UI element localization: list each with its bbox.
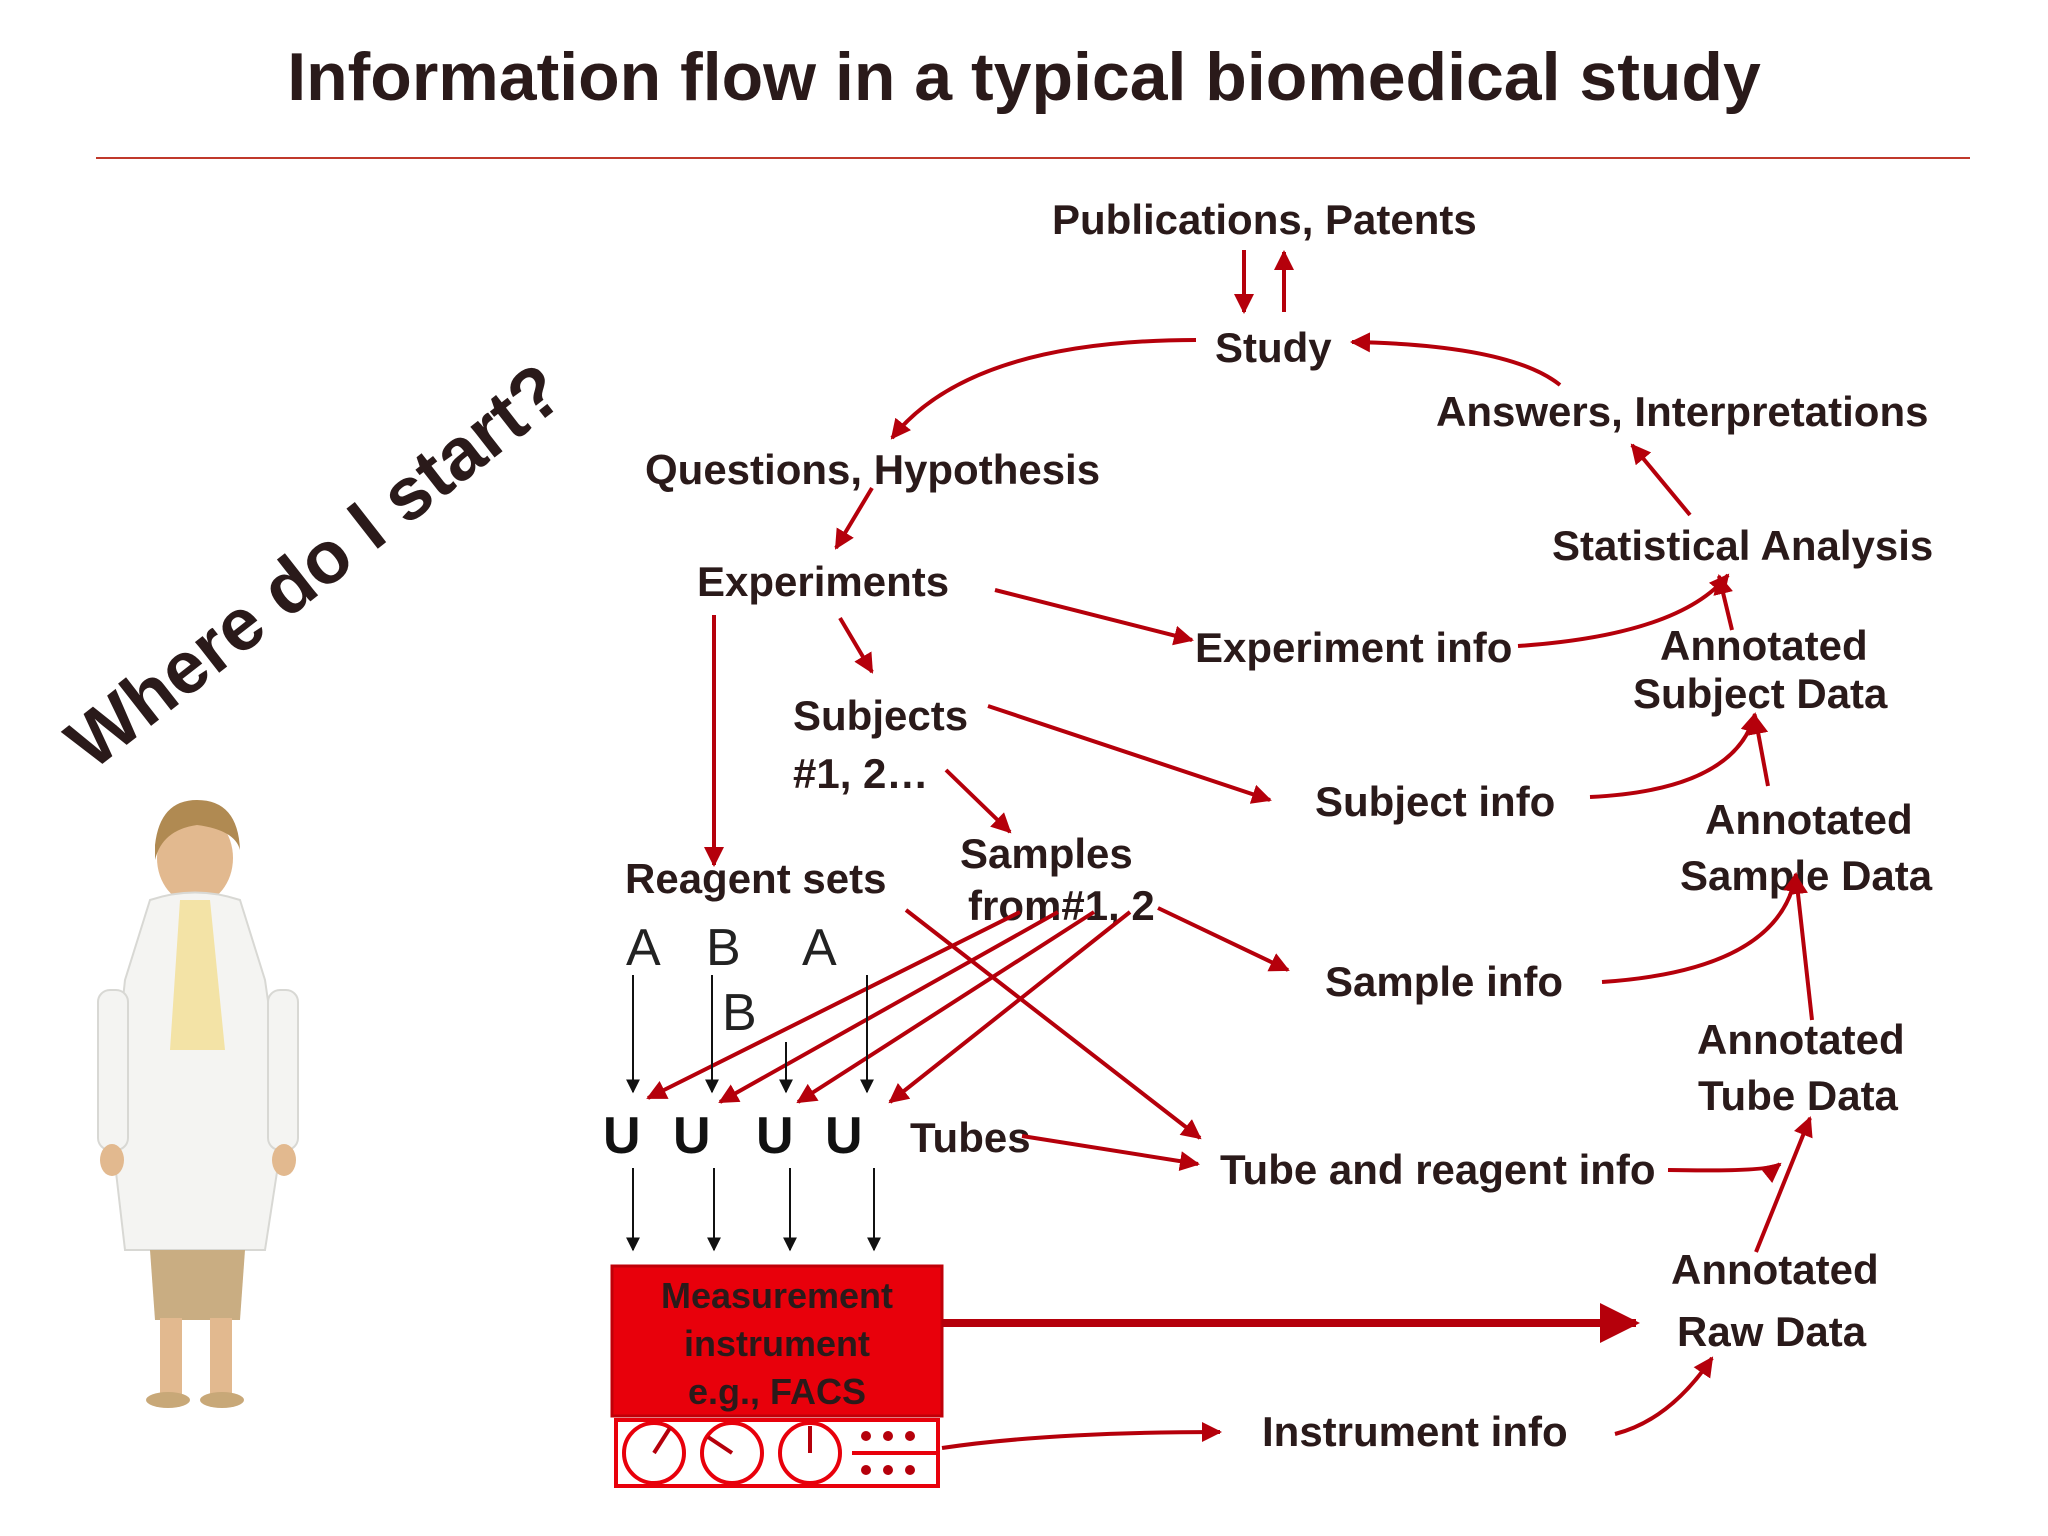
instrument-line-2: instrument (684, 1323, 870, 1364)
tube-letter: U (825, 1107, 863, 1165)
connector-panel-icon (852, 1431, 936, 1475)
slogan-text: Where do I start? (51, 347, 578, 785)
arrow-subjects-to-samples (944, 768, 1012, 834)
publications-label: Publications, Patents (1052, 196, 1477, 243)
instrument-line-1: Measurement (661, 1275, 893, 1316)
arrow-questions-to-experiments (834, 486, 874, 550)
arrow-reagent-sets-to-tube-info (904, 908, 1202, 1140)
arrow-statistical-to-answers (1630, 443, 1692, 517)
annotated-subject-label-1: Annotated (1660, 622, 1868, 669)
tube-letter: U (756, 1107, 794, 1165)
annotated-subject-label-2: Subject Data (1633, 670, 1888, 717)
arrow-study-to-questions (890, 338, 1197, 440)
scientist-figure (97, 800, 299, 1408)
gauge-icon (622, 1421, 686, 1485)
reagent-arrows (626, 975, 881, 1252)
arrow-instrument-panel-to-instrument-info (941, 1422, 1222, 1450)
arrow-tube-info-to-annotated-tube (1667, 1162, 1782, 1184)
arrow-annotated-subject-to-statistical (1713, 574, 1734, 631)
sample-info-label: Sample info (1325, 958, 1563, 1005)
instrument-info-label: Instrument info (1262, 1408, 1568, 1455)
subject-info-label: Subject info (1315, 778, 1555, 825)
statistical-analysis-label: Statistical Analysis (1552, 522, 1933, 569)
arrow-samples-to-sample-info (1157, 906, 1290, 972)
subjects-label-1: Subjects (793, 692, 968, 739)
reagent-letter: B (722, 984, 757, 1042)
arrow-answers-to-study (1350, 332, 1562, 387)
measurement-instrument: Measurement instrument e.g., FACS (610, 1264, 944, 1488)
tube-letter: U (673, 1107, 711, 1165)
arrow-annotated-tube-to-annotated-sample (1788, 874, 1814, 1021)
page-title: Information flow in a typical biomedical… (287, 39, 1761, 115)
gauge-icon (778, 1421, 842, 1485)
reagent-letter: B (706, 919, 741, 977)
tube-letter: U (603, 1107, 641, 1165)
reagent-letter: A (626, 919, 661, 977)
annotated-tube-label-2: Tube Data (1698, 1072, 1899, 1119)
arrow-instrument-info-to-annotated-raw (1614, 1356, 1714, 1436)
tubes-label: Tubes (910, 1114, 1031, 1161)
annotated-sample-label-2: Sample Data (1680, 852, 1933, 899)
experiment-info-label: Experiment info (1195, 624, 1512, 671)
arrow-subject-info-to-annotated-subject (1589, 712, 1761, 799)
arrow-annotated-raw-to-annotated-tube (1754, 1116, 1813, 1253)
subjects-label-2: #1, 2… (793, 750, 928, 797)
arrow-tubes-to-tube-info (1021, 1134, 1200, 1172)
title-divider (96, 157, 1970, 159)
annotated-raw-label-1: Annotated (1671, 1246, 1879, 1293)
arrow-samples-to-tube (888, 910, 1132, 1104)
arrow-experiments-to-subjects (838, 616, 874, 674)
answers-label: Answers, Interpretations (1436, 388, 1928, 435)
annotated-sample-label-1: Annotated (1705, 796, 1913, 843)
annotated-raw-label-2: Raw Data (1677, 1308, 1867, 1355)
reagent-sets-label: Reagent sets (625, 855, 886, 902)
samples-label-1: Samples (960, 830, 1133, 877)
instrument-line-3: e.g., FACS (688, 1371, 866, 1412)
tube-reagent-info-label: Tube and reagent info (1220, 1146, 1656, 1193)
arrow-samples-to-tube (796, 910, 1096, 1104)
study-label: Study (1215, 324, 1332, 371)
arrow-experiments-to-experiment-info (994, 588, 1194, 646)
gauge-icon (700, 1421, 764, 1485)
annotated-tube-label-1: Annotated (1697, 1016, 1905, 1063)
experiments-label: Experiments (697, 558, 949, 605)
arrow-annotated-sample-to-annotated-subject (1748, 714, 1770, 787)
arrow-samples-to-tube (718, 910, 1059, 1104)
arrow-sample-info-to-annotated-sample (1601, 872, 1803, 984)
reagent-letter: A (802, 919, 837, 977)
arrow-subjects-to-subject-info (987, 704, 1272, 804)
arrow-samples-to-tube (646, 910, 1021, 1100)
flow-arrows (646, 250, 1814, 1450)
questions-label: Questions, Hypothesis (645, 446, 1100, 493)
